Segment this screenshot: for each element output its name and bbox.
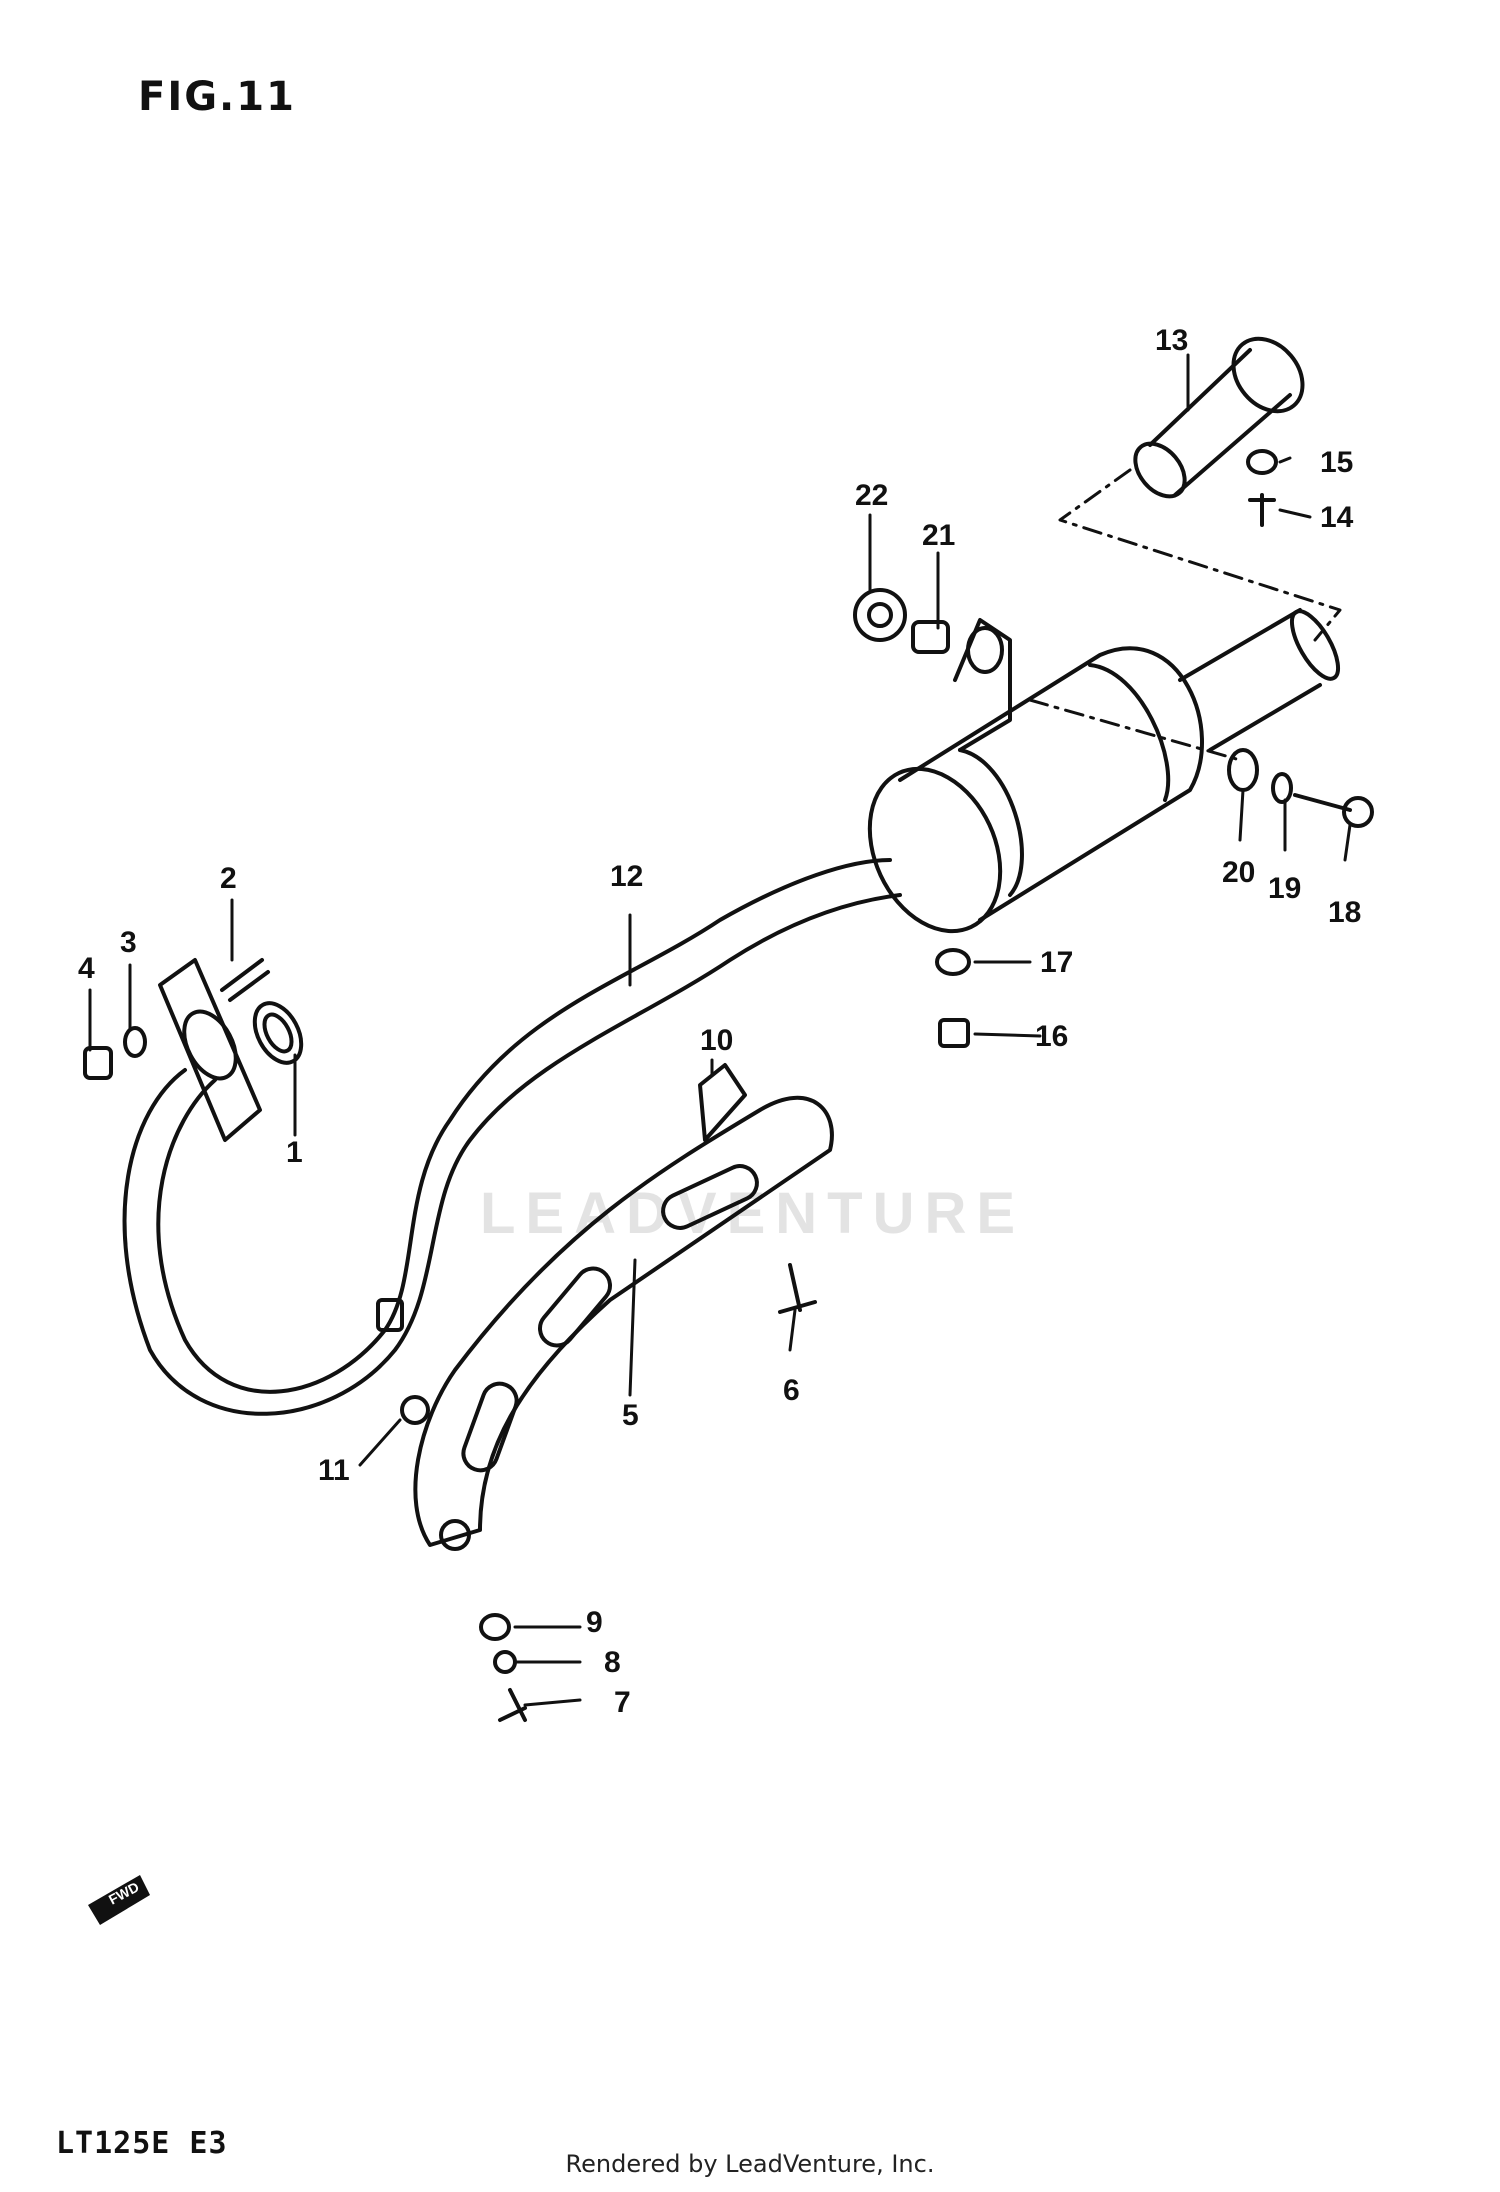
bolt-7 <box>498 1688 527 1722</box>
muffler-body <box>898 646 1205 922</box>
callout-8: 8 <box>604 1646 621 1679</box>
callout-1: 1 <box>286 1136 303 1169</box>
collar-21 <box>911 620 950 654</box>
muffler-front-cap <box>867 766 1003 934</box>
callout-labels: 1 2 3 4 5 6 7 8 9 10 11 12 13 14 15 16 1… <box>78 324 1361 1719</box>
alignment-line <box>1028 468 1342 762</box>
shield-slot <box>661 1164 759 1230</box>
callout-5: 5 <box>622 1399 639 1432</box>
shield-screw <box>778 1263 817 1314</box>
grommet-17 <box>935 948 971 976</box>
callout-18: 18 <box>1328 896 1361 929</box>
tailpipe-end <box>1289 609 1341 681</box>
gasket <box>252 1001 304 1065</box>
stud <box>220 958 270 1002</box>
callout-9: 9 <box>586 1606 603 1639</box>
callout-19: 19 <box>1268 872 1301 905</box>
exhaust-flange <box>158 958 262 1142</box>
callout-3: 3 <box>120 926 137 959</box>
washer-9 <box>479 1613 511 1641</box>
callout-4: 4 <box>78 952 95 985</box>
shield-slot <box>538 1266 612 1348</box>
callout-22: 22 <box>855 479 888 512</box>
muffler-band-2 <box>1088 663 1171 802</box>
nut-16 <box>938 1018 970 1048</box>
callout-14: 14 <box>1320 501 1354 534</box>
fwd-arrow: FWD <box>88 1875 150 1925</box>
muffler-band <box>958 748 1024 897</box>
shield-clip <box>698 1063 747 1142</box>
callout-6: 6 <box>783 1374 800 1407</box>
watermark: LEADVENTURE <box>480 1181 1026 1246</box>
callout-15: 15 <box>1320 446 1353 479</box>
shield-hole <box>439 1519 471 1551</box>
tailpipe <box>1178 608 1322 752</box>
shield-slot <box>461 1381 519 1473</box>
lock-washer-8 <box>493 1650 517 1674</box>
callout-2: 2 <box>220 862 237 895</box>
bracket-eye <box>966 626 1004 674</box>
callout-17: 17 <box>1040 946 1073 979</box>
model-code: LT125E E3 <box>56 2126 228 2161</box>
callout-12: 12 <box>610 860 643 893</box>
pipe-mount <box>376 1298 404 1332</box>
washer-15 <box>1246 449 1278 475</box>
screw-14 <box>1248 493 1276 527</box>
lock-washer-19 <box>1271 772 1293 804</box>
callout-20: 20 <box>1222 856 1255 889</box>
callout-21: 21 <box>922 519 955 552</box>
exhaust-pipe <box>156 858 892 1394</box>
figure-title: FIG.11 <box>138 74 296 120</box>
washer <box>123 1026 147 1058</box>
callout-7: 7 <box>614 1686 631 1719</box>
washer-20 <box>1227 748 1259 792</box>
heat-shield <box>413 1095 834 1547</box>
callout-16: 16 <box>1035 1020 1068 1053</box>
footer-credit: Rendered by LeadVenture, Inc. <box>565 2150 935 2178</box>
leader-lines <box>88 353 1352 1707</box>
callout-11: 11 <box>318 1454 350 1487</box>
pipe-nut <box>400 1395 430 1425</box>
bolt-18 <box>1293 793 1352 812</box>
callout-13: 13 <box>1155 324 1188 357</box>
flange-nut <box>83 1046 113 1080</box>
flange-port <box>182 1009 238 1081</box>
callout-10: 10 <box>700 1024 733 1057</box>
grommet-22 <box>853 588 907 642</box>
exhaust-pipe-inner <box>122 893 902 1416</box>
